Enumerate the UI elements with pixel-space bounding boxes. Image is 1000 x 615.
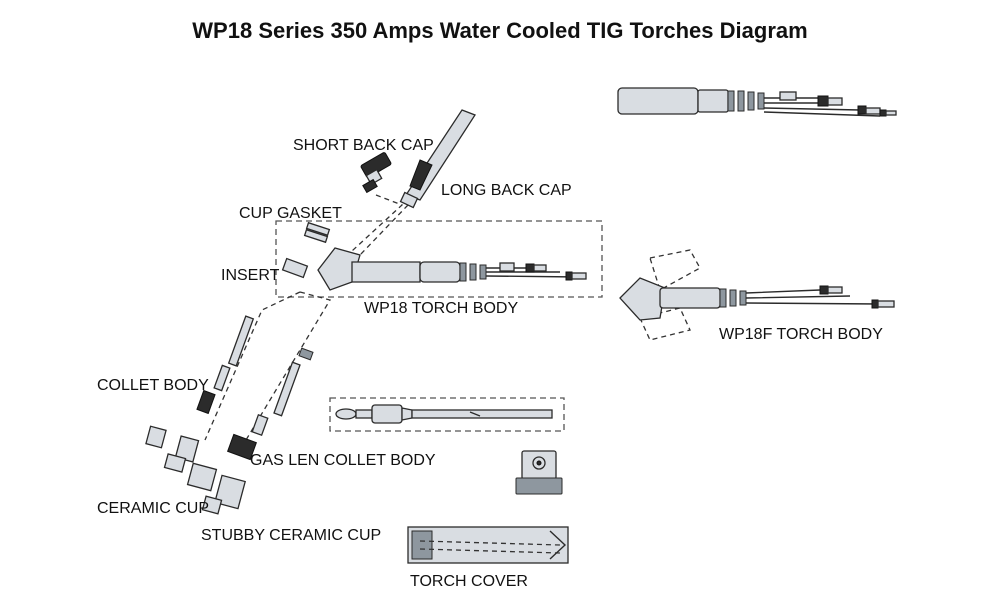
gas-lens-collet-body-part xyxy=(227,347,314,461)
ceramic-cup-part xyxy=(145,425,200,473)
wp18-torch-body-frame xyxy=(275,220,603,298)
label-insert: INSERT xyxy=(221,267,280,284)
label-collet-body: COLLET BODY xyxy=(97,377,209,394)
label-stubby-ceramic-cup: STUBBY CERAMIC CUP xyxy=(201,527,381,544)
label-wp18f-torch-body: WP18F TORCH BODY xyxy=(719,326,883,343)
electrode-frame xyxy=(329,397,565,432)
label-long-back-cap: LONG BACK CAP xyxy=(441,182,572,199)
torch-cover-part xyxy=(407,526,569,564)
assembled-torch-illustration xyxy=(617,87,897,117)
long-back-cap-part xyxy=(399,109,476,209)
label-gas-len-collet-body: GAS LEN COLLET BODY xyxy=(250,452,436,469)
label-ceramic-cup: CERAMIC CUP xyxy=(97,500,209,517)
electrode-part xyxy=(335,404,553,424)
diagram-title: WP18 Series 350 Amps Water Cooled TIG To… xyxy=(192,18,807,43)
label-short-back-cap: SHORT BACK CAP xyxy=(293,137,434,154)
label-torch-cover: TORCH COVER xyxy=(410,573,528,590)
label-cup-gasket: CUP GASKET xyxy=(239,205,342,222)
cup-gasket-part xyxy=(303,221,331,244)
insert-part xyxy=(281,257,309,279)
torch-clip-part xyxy=(515,450,563,495)
short-back-cap-part xyxy=(360,152,392,194)
stubby-ceramic-cup-part xyxy=(186,462,247,515)
wp18-torch-body-part xyxy=(317,247,587,291)
label-wp18-torch-body: WP18 TORCH BODY xyxy=(364,300,518,317)
collet-body-part xyxy=(196,315,255,415)
wp18f-torch-body-part xyxy=(619,249,895,341)
